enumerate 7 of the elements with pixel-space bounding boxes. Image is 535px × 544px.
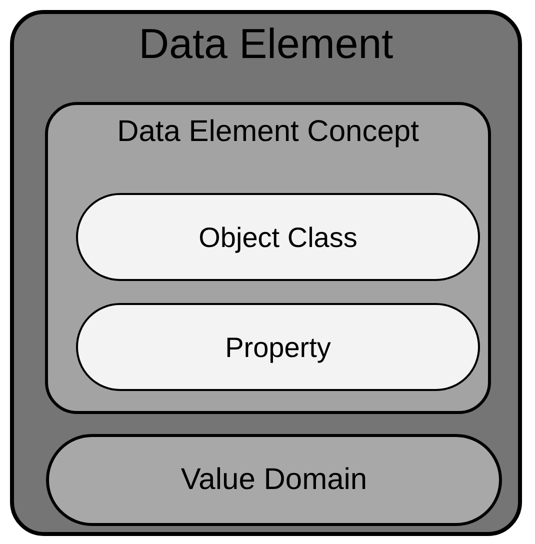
- box-label: Value Domain: [180, 462, 368, 498]
- group-box: [45, 102, 491, 414]
- box-label: Data Element Concept: [117, 114, 419, 150]
- box-label: Data Element: [138, 19, 394, 69]
- box-label: Object Class: [198, 220, 358, 254]
- group-box: [10, 10, 522, 536]
- box-label: Property: [225, 330, 331, 364]
